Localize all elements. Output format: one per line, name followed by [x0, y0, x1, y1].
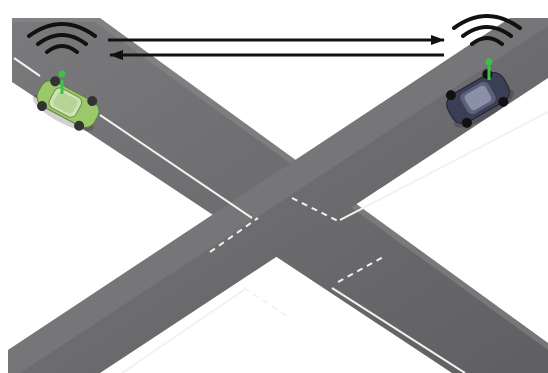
right-car: [445, 69, 514, 128]
lane-markings: [13, 57, 548, 373]
left-car: [32, 76, 100, 132]
left-car-antenna: [58, 70, 66, 94]
wifi-waves-icon: [452, 14, 522, 46]
communication-arrows: [108, 35, 445, 60]
wifi-waves-icon: [27, 22, 97, 54]
right-car-antenna: [485, 58, 493, 80]
road-northeast-southwest: [8, 18, 548, 373]
